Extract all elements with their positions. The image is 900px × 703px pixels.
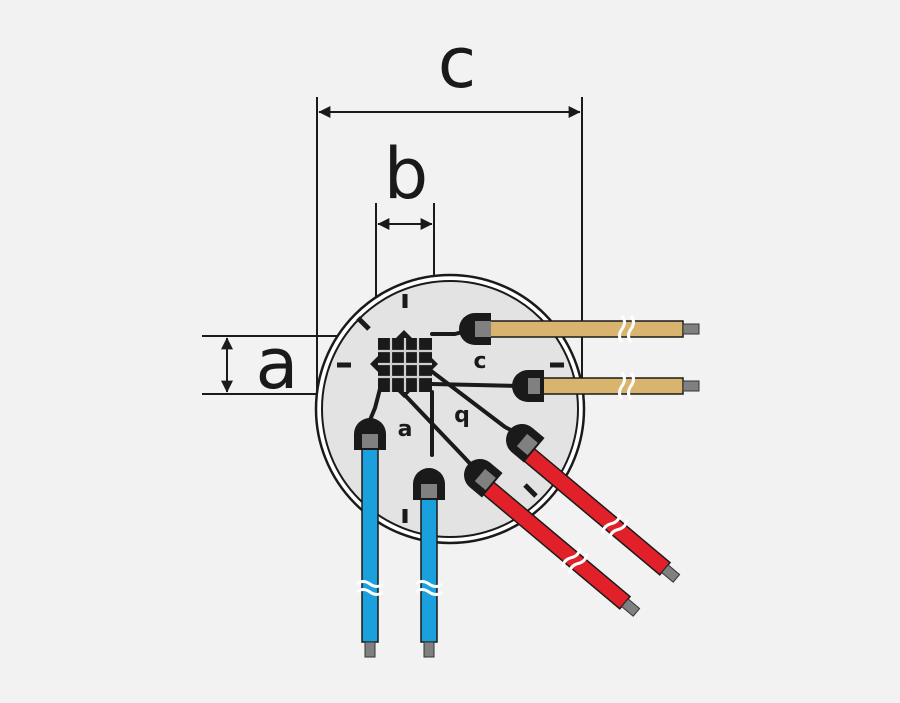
wire-red-inner — [480, 479, 641, 617]
alignment-mark-upper-left — [356, 316, 371, 331]
wire-insulation — [480, 479, 632, 610]
lead-wires — [356, 315, 700, 658]
wire-blue-right — [415, 492, 443, 658]
solder-pad-lower-tan — [512, 370, 544, 402]
dimension-a-label: a — [256, 323, 299, 405]
trace-left-blue — [368, 383, 383, 422]
dimension-b-label: b — [384, 133, 428, 215]
wire-break-symbol — [561, 547, 589, 574]
sensor-grid-square — [378, 338, 432, 392]
wire-tan-upper — [482, 315, 700, 343]
dimension-c-label: c — [438, 22, 477, 104]
wire-insulation — [482, 320, 684, 338]
alignment-marks — [337, 294, 564, 523]
solder-pad-red-inner — [464, 459, 503, 498]
wire-break-symbol — [618, 372, 635, 400]
wire-tip — [364, 641, 376, 658]
grid-label-a: a — [398, 417, 413, 442]
wire-insulation — [420, 492, 438, 643]
dimension-c: c — [316, 22, 583, 395]
wire-tip — [423, 641, 435, 658]
wire-break-symbol — [415, 580, 443, 596]
wire-break-symbol — [601, 513, 629, 540]
wire-insulation — [520, 445, 672, 576]
wire-break-symbol — [356, 580, 384, 596]
grid-label-b: b — [454, 404, 470, 429]
grid-label-c: c — [473, 349, 486, 374]
wire-insulation — [361, 443, 379, 643]
solder-pads — [354, 313, 545, 500]
solder-pad-upper-tan — [459, 313, 491, 345]
alignment-mark-lower-right — [523, 483, 538, 498]
rosette-disc — [314, 273, 586, 545]
wire-tip — [660, 564, 681, 583]
wire-break-symbol — [618, 315, 635, 343]
wire-insulation — [536, 377, 684, 395]
wire-red-outer — [520, 445, 681, 583]
solder-pad-red-outer — [506, 424, 545, 463]
wire-tip — [682, 380, 700, 392]
wire-tan-lower — [536, 372, 700, 400]
solder-pad-right-blue — [413, 468, 445, 500]
wire-tip — [620, 598, 641, 617]
solder-pad-left-blue — [354, 418, 386, 450]
wire-tip — [682, 323, 700, 335]
dimension-b: b — [375, 133, 435, 440]
